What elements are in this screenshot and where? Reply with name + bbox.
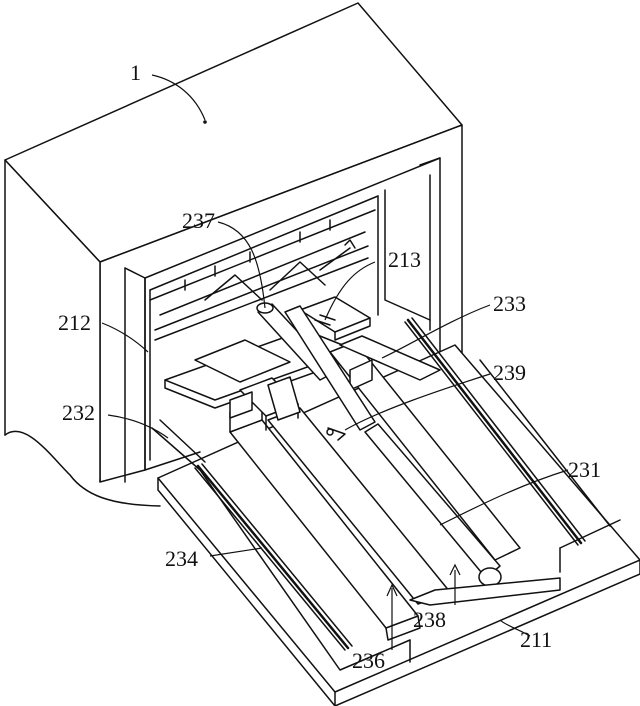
label-211: 211 — [520, 627, 552, 652]
label-212: 212 — [58, 310, 91, 335]
label-213: 213 — [388, 247, 421, 272]
label-238: 238 — [413, 607, 446, 632]
housing — [4, 2, 463, 507]
leader-lines — [101, 74, 569, 650]
guide-slots — [151, 317, 586, 651]
label-232: 232 — [62, 400, 95, 425]
label-231: 231 — [568, 457, 601, 482]
label-233: 233 — [493, 291, 526, 316]
label-1: 1 — [130, 60, 141, 85]
label-234: 234 — [165, 546, 198, 571]
reference-labels: 1 237 213 212 233 239 232 231 234 238 23… — [58, 60, 601, 673]
inner-frame — [144, 174, 431, 471]
label-237: 237 — [182, 208, 215, 233]
label-236: 236 — [352, 648, 385, 673]
label-239: 239 — [493, 360, 526, 385]
rails — [229, 302, 561, 641]
